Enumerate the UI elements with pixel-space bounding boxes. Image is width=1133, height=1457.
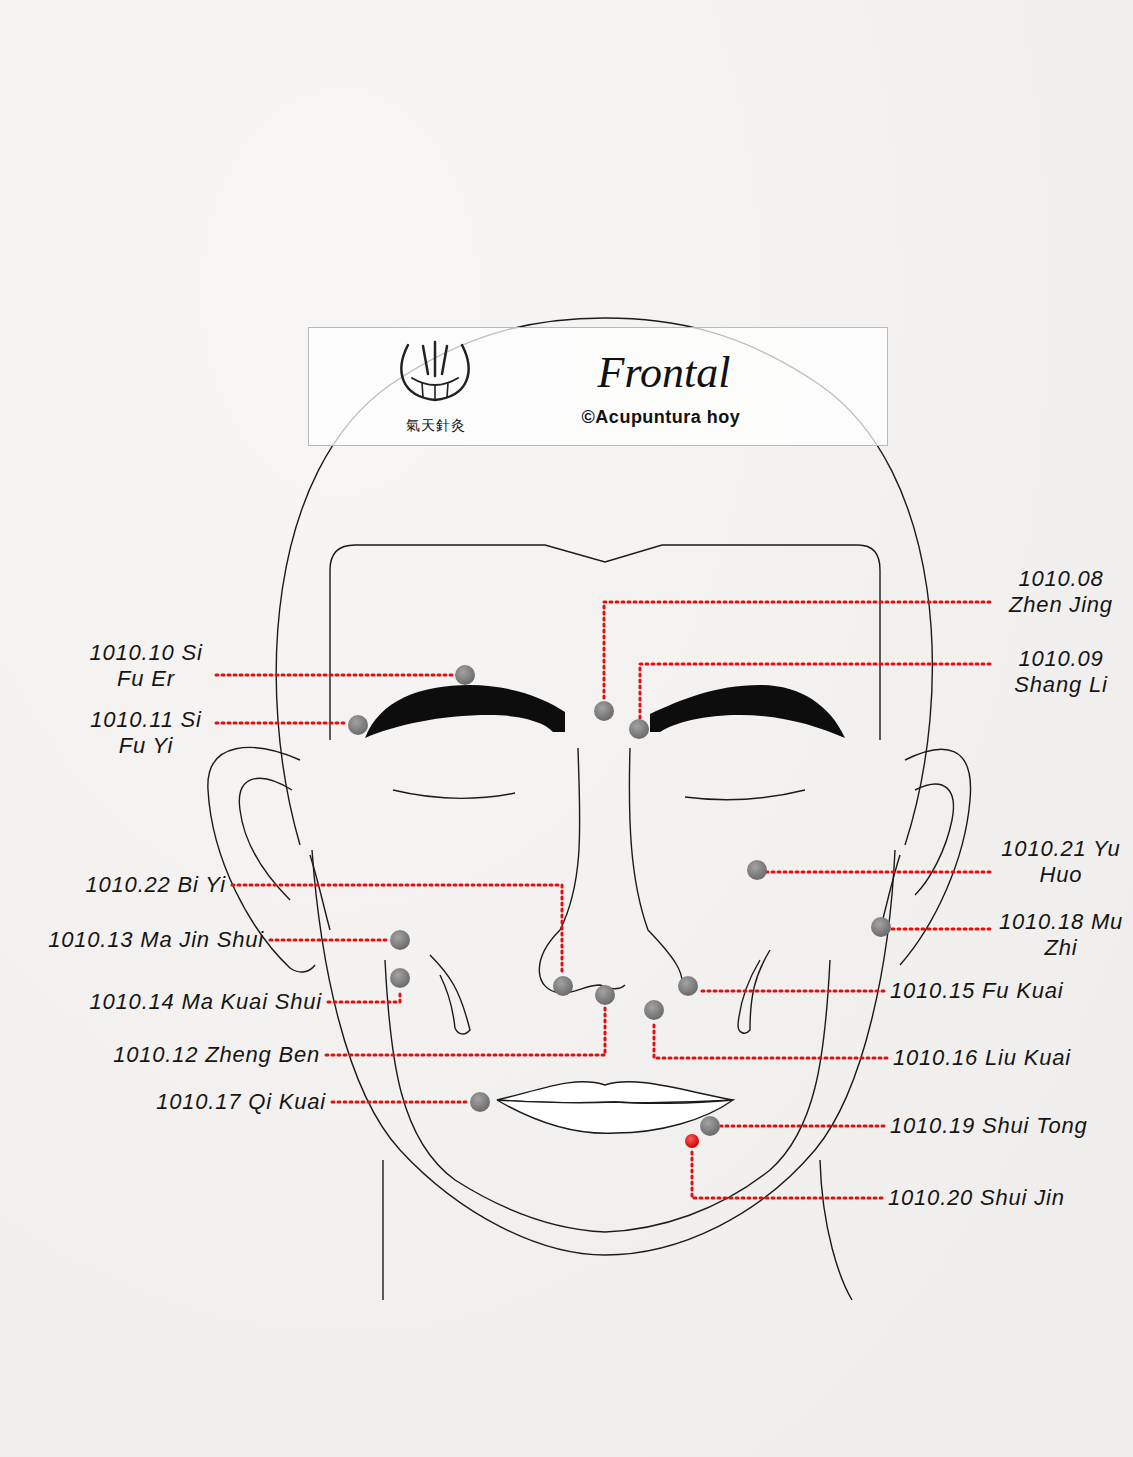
logo-symbol (442, 346, 447, 374)
point-label: 1010.16 Liu Kuai (893, 1045, 1071, 1071)
head-outline (900, 749, 971, 965)
head-outline (312, 850, 895, 1255)
point-label: 1010.14 Ma Kuai Shui (90, 989, 323, 1015)
chart-title: Frontal (598, 348, 731, 398)
acupoint-dot (390, 930, 410, 950)
leader-line (654, 1021, 887, 1058)
leader-line (721, 1125, 884, 1128)
point-label: 1010.17 Qi Kuai (156, 1089, 326, 1115)
head-outline (208, 318, 971, 1300)
lips (497, 1100, 733, 1133)
head-outline (820, 1160, 852, 1300)
leader-line (270, 939, 389, 942)
acupoint-dot (629, 719, 649, 739)
leader-line (326, 1007, 605, 1055)
point-label: 1010.10 Si Fu Er (82, 640, 210, 692)
acupoint-dot (553, 976, 573, 996)
head-outline (430, 955, 470, 1034)
leader-line (216, 722, 348, 725)
head-outline (310, 855, 330, 930)
point-label: 1010.09 Shang Li (997, 646, 1125, 698)
acupoint-dot (348, 715, 368, 735)
point-label: 1010.11 Si Fu Yi (82, 707, 210, 759)
acupoint-dot (871, 917, 891, 937)
point-label: 1010.19 Shui Tong (890, 1113, 1088, 1139)
point-label: 1010.12 Zheng Ben (113, 1042, 320, 1068)
eyebrows (365, 685, 565, 738)
point-label: 1010.22 Bi Yi (86, 872, 226, 898)
point-label: 1010.20 Shui Jin (888, 1185, 1065, 1211)
leader-line (332, 1101, 468, 1104)
leader-line (692, 1152, 882, 1198)
lips (497, 1082, 733, 1103)
head-outline (276, 318, 932, 845)
header-ground (308, 327, 888, 446)
leader-line (328, 990, 400, 1002)
leader-line (767, 871, 990, 874)
logo-symbol (423, 346, 428, 374)
point-label: 1010.08 Zhen Jing (997, 566, 1125, 618)
lips (497, 1082, 733, 1134)
acupoint-dot (595, 985, 615, 1005)
leader-line (216, 674, 455, 677)
acupoint-dot (348, 665, 891, 1136)
acupoint-dot (747, 860, 767, 880)
leader-line (232, 885, 562, 975)
point-label: 1010.13 Ma Jin Shui (48, 927, 264, 953)
logo-symbol (422, 383, 448, 400)
head-outline (629, 748, 682, 990)
head-outline (915, 784, 953, 895)
acupoint-dot (455, 665, 475, 685)
leader-line (604, 602, 990, 700)
head-outline (393, 790, 515, 798)
acupoint-dot (644, 1000, 664, 1020)
header-ground (308, 327, 888, 446)
leader-line (699, 990, 884, 993)
point-label: 1010.15 Fu Kuai (890, 978, 1063, 1004)
highlighted-acupoint (685, 1134, 699, 1148)
acupoint-dot (678, 976, 698, 996)
point-label: 1010.21 Yu Huo (997, 836, 1125, 888)
head-outline (382, 1160, 383, 1300)
leader-line (216, 602, 990, 1198)
acupoint-dot (700, 1116, 720, 1136)
point-label: 1010.18 Mu Zhi (997, 909, 1125, 961)
acupoint-dot (470, 1092, 490, 1112)
leader-line (640, 664, 990, 718)
logo-caption: 氣天針灸 (406, 416, 466, 434)
eyebrows (650, 685, 845, 738)
leader-line (891, 928, 990, 931)
head-outline (685, 790, 805, 800)
copyright-note: ©Acupuntura hoy (582, 406, 741, 428)
highlighted-acupoint (685, 1134, 699, 1148)
logo-symbol (434, 342, 437, 376)
head-outline (539, 748, 625, 993)
head-outline (385, 960, 830, 1232)
logo-symbol (401, 342, 468, 400)
acupoint-dot (594, 701, 614, 721)
acupoint-dot (390, 968, 410, 988)
logo-symbol (412, 378, 458, 385)
head-outline (239, 778, 292, 900)
header-box: 氣天針灸 Frontal ©Acupuntura hoy (308, 327, 888, 446)
